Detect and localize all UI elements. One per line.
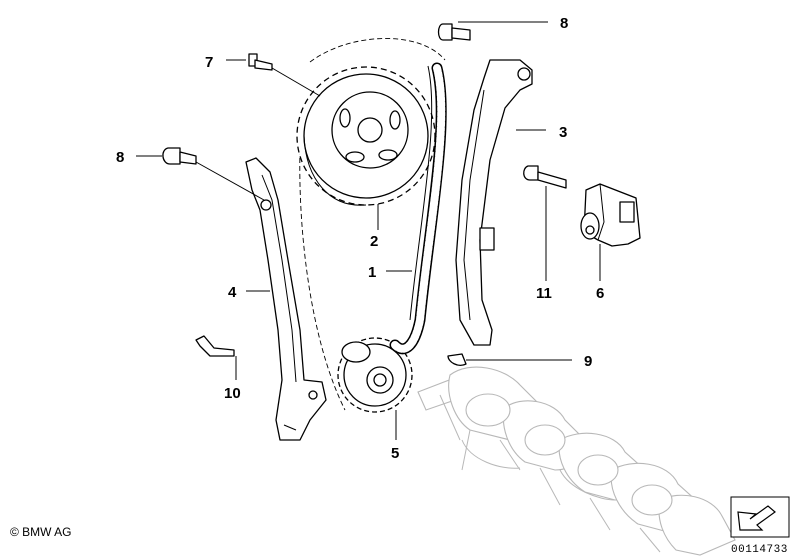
callout-8-top: 8 xyxy=(560,15,568,32)
callout-8-left: 8 xyxy=(116,149,124,166)
crankshaft xyxy=(417,366,736,556)
callout-9: 9 xyxy=(584,353,592,370)
camshaft-sprocket xyxy=(296,38,446,411)
bolt-small xyxy=(248,53,273,71)
reference-number: 00114733 xyxy=(731,544,788,556)
callout-11: 11 xyxy=(536,285,552,302)
tensioner-rail xyxy=(245,157,327,441)
callout-5: 5 xyxy=(391,445,399,462)
copyright-label: © BMW AG xyxy=(10,525,72,539)
bolt-left xyxy=(162,147,197,165)
bent-pin xyxy=(195,335,235,357)
arrow-icon xyxy=(737,505,776,531)
callout-7: 7 xyxy=(205,54,213,71)
bolt-tensioner xyxy=(523,165,567,189)
callout-4: 4 xyxy=(228,284,237,301)
navigation-box[interactable] xyxy=(730,496,790,538)
guide-rail xyxy=(455,59,533,346)
woodruff-key xyxy=(447,353,467,366)
callout-6: 6 xyxy=(596,285,604,302)
callout-10: 10 xyxy=(224,385,241,402)
chain-tensioner xyxy=(580,183,641,247)
callout-1: 1 xyxy=(368,264,376,281)
callout-2: 2 xyxy=(370,233,378,250)
callout-3: 3 xyxy=(559,124,567,141)
leader-lines xyxy=(136,21,601,440)
timing-chain xyxy=(389,62,447,355)
crankshaft-sprocket xyxy=(337,337,413,413)
bolt-top xyxy=(437,23,471,41)
